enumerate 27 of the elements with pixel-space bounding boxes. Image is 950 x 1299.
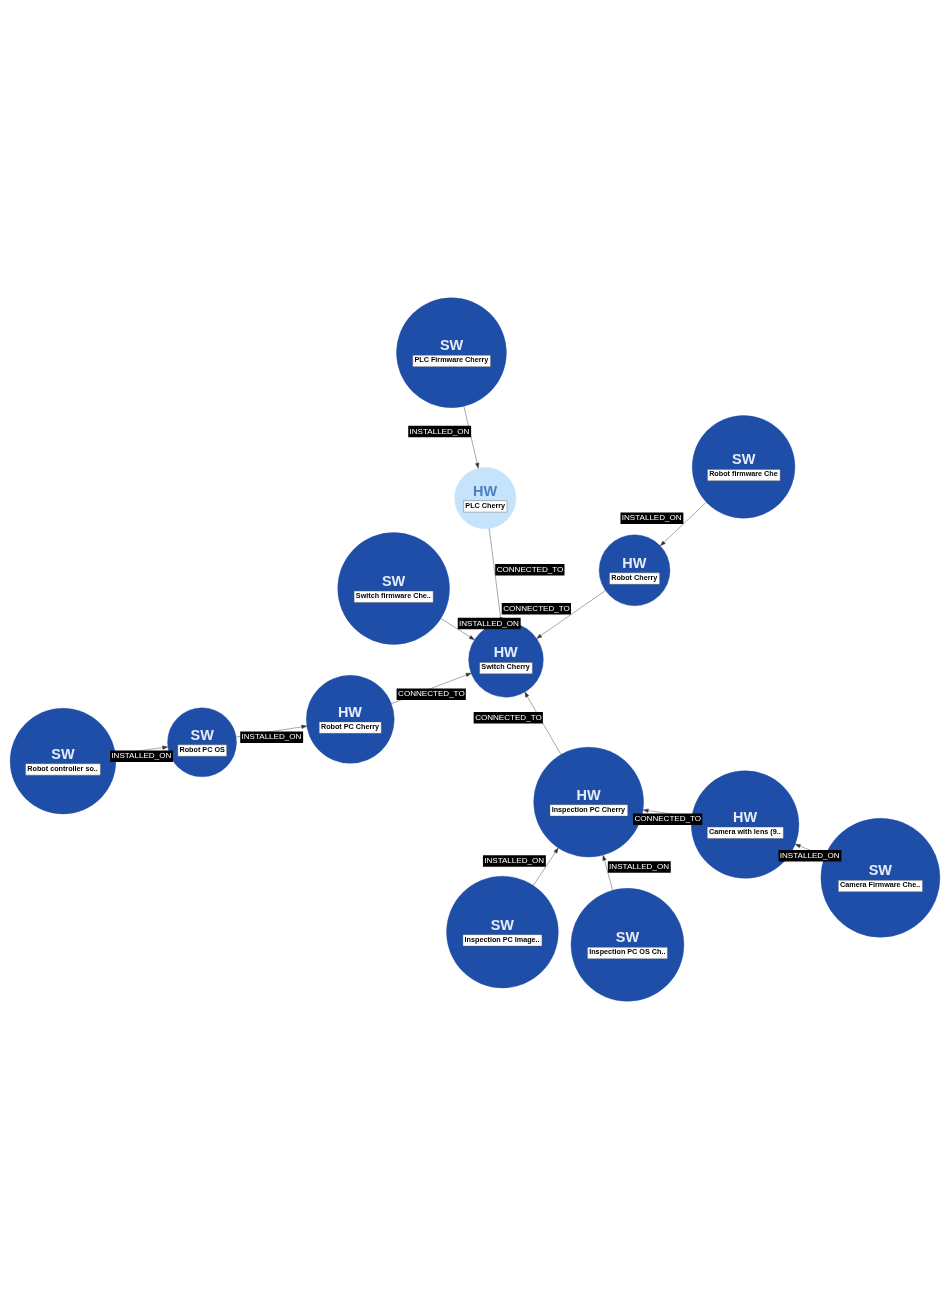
arrow — [533, 847, 559, 886]
edge-label: INSTALLED_ON — [621, 513, 682, 523]
arrow — [536, 590, 606, 639]
edge-label: CONNECTED_TO — [503, 604, 570, 614]
node-circle: SW Robot firmware Che — [692, 415, 796, 519]
node-circle: HW PLC Cherry — [454, 467, 517, 530]
edge-label: CONNECTED_TO — [634, 814, 702, 824]
node-circle: HW Robot Cherry — [598, 534, 671, 606]
edge-label: INSTALLED_ON — [111, 751, 172, 761]
arrow — [602, 855, 613, 891]
edge-label: INSTALLED_ON — [409, 426, 470, 436]
node-circle: SW Inspection PC Image.. — [446, 875, 559, 989]
arrow — [463, 406, 480, 469]
edge-label: INSTALLED_ON — [609, 862, 669, 872]
edge-label: CONNECTED_TO — [398, 689, 465, 699]
node-circle: SW Inspection PC OS Ch.. — [570, 888, 685, 1002]
node-circle: SW Switch firmware Che.. — [337, 532, 450, 645]
arrow — [660, 502, 707, 546]
node-circle: HW Robot PC Cherry — [306, 675, 395, 764]
edge-label: CONNECTED_TO — [475, 712, 542, 722]
edge-label: INSTALLED_ON — [459, 618, 519, 628]
arrow — [440, 618, 475, 640]
node-circle: SW PLC Firmware Cherry — [396, 297, 507, 408]
edge-label: INSTALLED_ON — [241, 732, 302, 742]
edge-label: CONNECTED_TO — [496, 564, 564, 574]
edge-label: INSTALLED_ON — [484, 856, 545, 866]
edge-label: INSTALLED_ON — [779, 851, 840, 861]
